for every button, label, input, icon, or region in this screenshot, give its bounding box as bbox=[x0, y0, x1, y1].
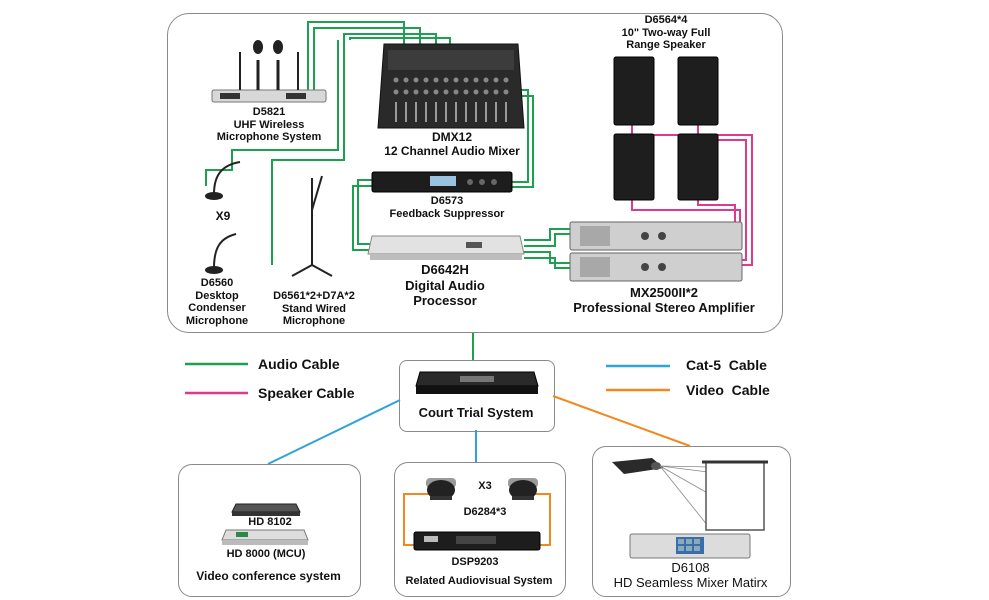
audio-processor-device bbox=[367, 235, 525, 260]
cat5-line-left bbox=[267, 399, 401, 465]
video-line-right bbox=[552, 395, 691, 447]
desktop-mic-label: D6560 Desktop Condenser Microphone bbox=[180, 277, 254, 328]
av-dsp-model: DSP9203 bbox=[451, 556, 499, 568]
desktop-mic-desc3: Microphone bbox=[185, 314, 249, 327]
legend-speaker-label: Speaker Cable bbox=[258, 385, 355, 401]
wireless-mic-desc2: Microphone System bbox=[216, 131, 322, 144]
audio-cables bbox=[205, 21, 570, 360]
video-conference-devices bbox=[221, 503, 309, 545]
speakers-label: D6564*4 10" Two-way Full Range Speaker bbox=[600, 14, 732, 52]
stand-mic-label: D6561*2+D7A*2 Stand Wired Microphone bbox=[262, 290, 366, 328]
wireless-mic-model: D5821 bbox=[252, 106, 286, 118]
mixer-device bbox=[377, 43, 525, 129]
processor-label: D6642H Digital Audio Processor bbox=[380, 262, 510, 309]
projector-and-screen bbox=[612, 458, 768, 531]
court-trial-device bbox=[415, 371, 539, 394]
ptz-cameras bbox=[426, 478, 538, 500]
vc-model2: HD 8000 (MCU) bbox=[226, 548, 306, 560]
matrix-device bbox=[629, 533, 751, 559]
matrix-label: HD Seamless Mixer Matirx bbox=[613, 575, 768, 590]
legend-video-label: Video Cable bbox=[686, 382, 770, 398]
av-video-cables bbox=[403, 493, 551, 546]
desktop-microphones bbox=[205, 161, 241, 274]
speakers-model: D6564*4 bbox=[644, 14, 688, 26]
speakers-desc2: Range Speaker bbox=[626, 39, 706, 52]
feedback-suppressor-device bbox=[371, 171, 513, 193]
speaker-cabinets bbox=[613, 56, 719, 201]
mixer-desc: 12 Channel Audio Mixer bbox=[384, 143, 520, 158]
stand-mic-model: D6561*2+D7A*2 bbox=[273, 290, 355, 302]
processor-desc1: Digital Audio bbox=[405, 277, 485, 293]
amplifier-label: MX2500II*2 Professional Stereo Amplifier bbox=[548, 285, 780, 316]
wireless-mic-label: D5821 UHF Wireless Microphone System bbox=[196, 106, 342, 144]
vc-model1: HD 8102 bbox=[248, 516, 292, 528]
amplifier-desc: Professional Stereo Amplifier bbox=[573, 299, 755, 315]
av-system-label: Related Audiovisual System bbox=[405, 575, 553, 587]
processor-model: D6642H bbox=[421, 262, 469, 277]
wireless-receiver-device bbox=[211, 40, 327, 103]
desktop-mic-desc2: Condenser bbox=[188, 302, 246, 315]
suppressor-label: D6573 Feedback Suppressor bbox=[372, 195, 522, 220]
legend-cat5-label: Cat-5 Cable bbox=[686, 357, 767, 373]
suppressor-desc: Feedback Suppressor bbox=[389, 207, 505, 220]
wireless-mic-desc1: UHF Wireless bbox=[233, 118, 305, 131]
matrix-model: D6108 bbox=[671, 560, 710, 575]
processor-desc2: Processor bbox=[413, 293, 477, 309]
amplifier-devices bbox=[569, 221, 743, 282]
desktop-mic-model: D6560 bbox=[200, 277, 234, 289]
dsp-device bbox=[413, 531, 541, 551]
suppressor-model: D6573 bbox=[430, 195, 464, 207]
court-trial-label: Court Trial System bbox=[418, 405, 534, 420]
av-camera-count: X3 bbox=[478, 480, 492, 492]
stand-microphone bbox=[291, 175, 333, 277]
legend-audio-label: Audio Cable bbox=[258, 356, 340, 372]
speakers-desc1: 10" Two-way Full bbox=[621, 26, 711, 39]
amplifier-model: MX2500II*2 bbox=[630, 285, 698, 300]
av-camera-model: D6284*3 bbox=[463, 506, 507, 518]
stand-mic-desc2: Microphone bbox=[282, 315, 346, 328]
mixer-model: DMX12 bbox=[431, 130, 472, 144]
desktop-mic-count: X9 bbox=[215, 209, 231, 223]
desktop-mic-desc1: Desktop bbox=[195, 289, 239, 302]
mixer-label: DMX12 12 Channel Audio Mixer bbox=[372, 130, 532, 159]
stand-mic-desc1: Stand Wired bbox=[281, 302, 347, 315]
vc-system-label: Video conference system bbox=[196, 569, 341, 583]
